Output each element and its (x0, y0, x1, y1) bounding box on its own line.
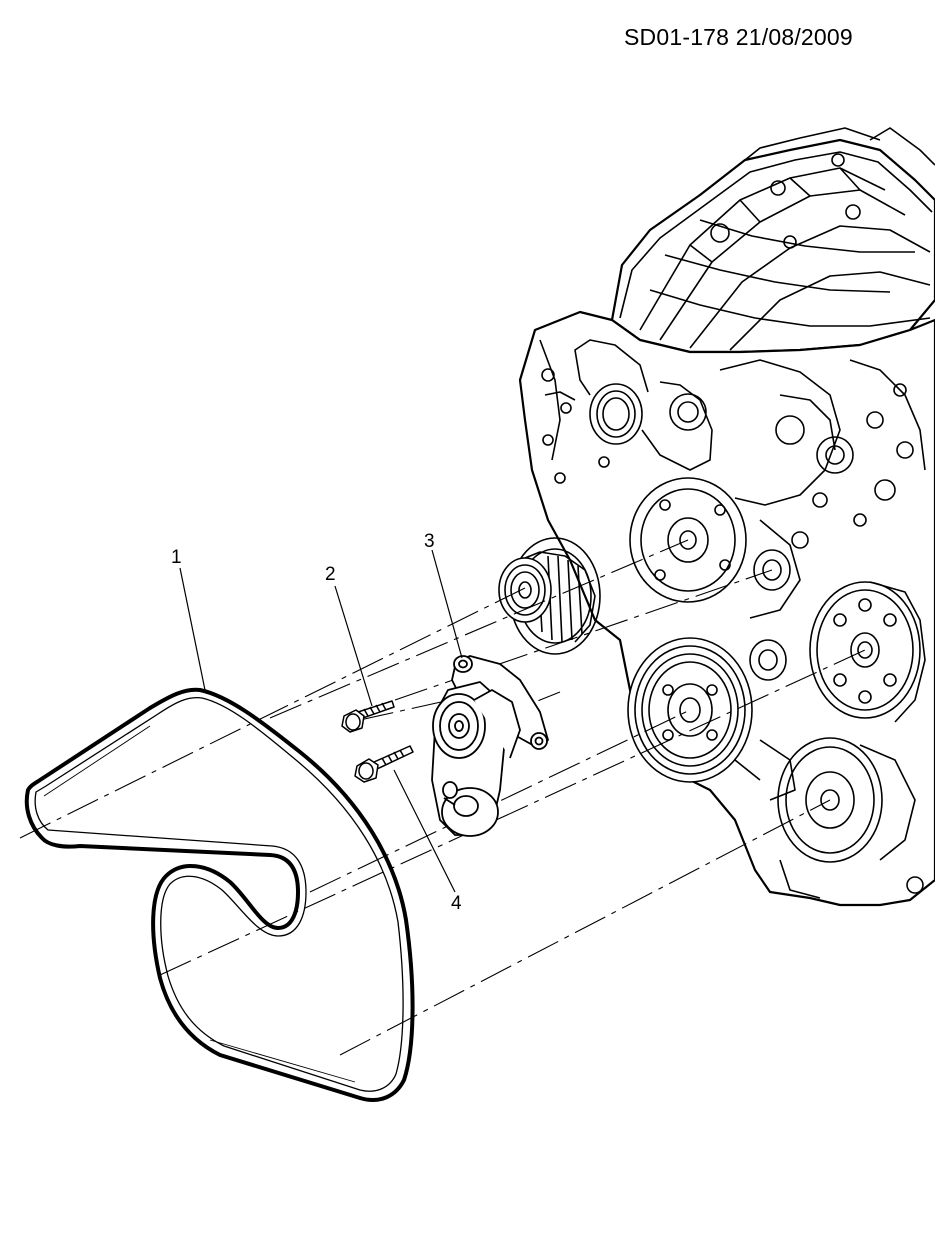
drive-belt (24, 687, 415, 1102)
doc-reference: SD01-178 21/08/2009 (624, 24, 853, 50)
callout-1: 1 (171, 547, 182, 568)
belt-tensioner (431, 655, 549, 837)
bolt-4 (354, 745, 414, 783)
callout-3: 3 (424, 531, 435, 552)
callout-2: 2 (325, 564, 336, 585)
leader-lines (179, 549, 463, 893)
bolt-2 (341, 700, 395, 733)
engine-assembly (498, 127, 935, 907)
callout-4: 4 (451, 893, 462, 914)
